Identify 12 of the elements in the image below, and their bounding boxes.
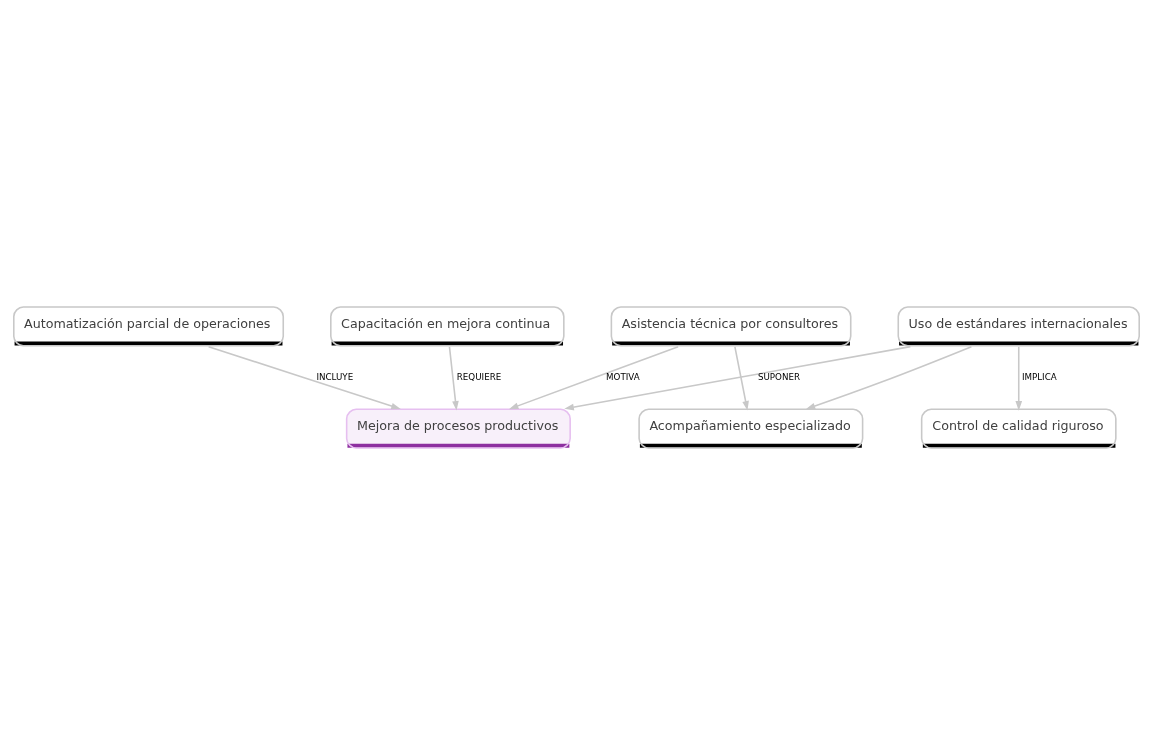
arrow (207, 345, 401, 409)
arrow (805, 345, 973, 409)
edge-label: SUPONER (757, 371, 801, 382)
arrow (508, 345, 679, 409)
edge-label: REQUIERE (456, 371, 502, 382)
edge-label: INCLUYE (316, 371, 354, 382)
edge-label: IMPLICA (1021, 371, 1057, 382)
arrow (734, 345, 749, 411)
edge-label: MOTIVA (606, 371, 640, 382)
arrow (1015, 345, 1023, 411)
arrow (564, 345, 912, 410)
arrow (448, 345, 459, 411)
